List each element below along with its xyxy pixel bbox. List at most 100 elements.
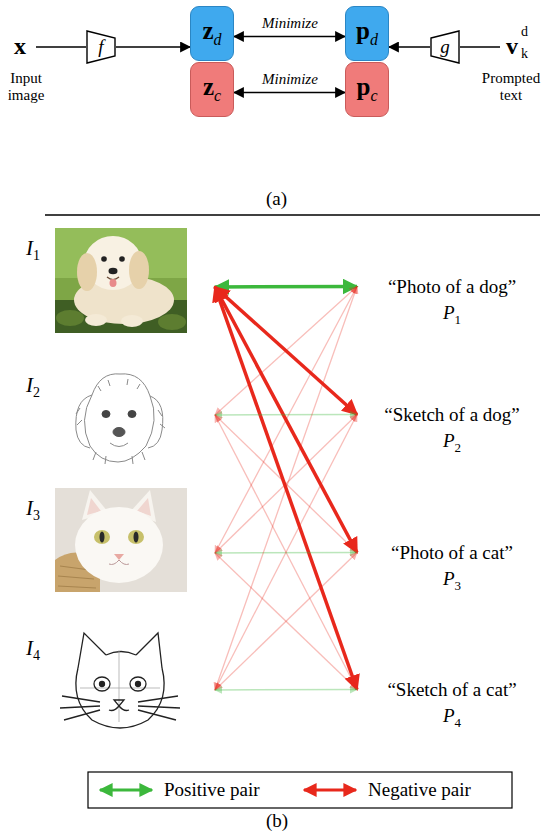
prompt-index: P3 bbox=[357, 567, 547, 598]
prompt-index: P4 bbox=[357, 704, 547, 735]
connector bbox=[215, 415, 357, 691]
image-sample: I1 bbox=[18, 226, 215, 336]
feature-symbol: zd bbox=[202, 18, 221, 49]
cat-photo bbox=[55, 488, 187, 592]
image-index: I2 bbox=[26, 373, 40, 401]
prompt-index: P1 bbox=[357, 301, 547, 332]
dog-photo bbox=[55, 228, 187, 333]
prompt-superscript: d bbox=[521, 24, 528, 40]
connector bbox=[215, 553, 357, 690]
cat-sketch bbox=[55, 628, 187, 735]
prompt-index: P2 bbox=[357, 429, 547, 460]
legend-positive-sample bbox=[100, 789, 152, 792]
prompt-subscript: 3 bbox=[455, 578, 462, 593]
image-content-feature: zc bbox=[190, 62, 234, 117]
connector bbox=[215, 287, 357, 690]
connector bbox=[215, 415, 357, 554]
text-encoder: g bbox=[430, 30, 460, 64]
prompt-line: “Photo of a dog” bbox=[357, 275, 547, 299]
dog-sketch bbox=[55, 365, 187, 470]
text-prompt: “Sketch of a dog” P2 bbox=[357, 403, 547, 459]
image-encoder: f bbox=[86, 30, 116, 64]
prompt-text: “Sketch of a cat” bbox=[387, 679, 516, 700]
connector bbox=[215, 415, 357, 553]
prompt-line: “Sketch of a dog” bbox=[357, 403, 547, 427]
encoder-name: g bbox=[440, 37, 450, 57]
connector bbox=[234, 92, 345, 94]
text-prompt: “Sketch of a cat” P4 bbox=[357, 678, 547, 734]
prompt-line: “Photo of a cat” bbox=[357, 541, 547, 565]
image-sample: I3 bbox=[18, 486, 215, 596]
connector bbox=[215, 553, 357, 691]
image-index: I1 bbox=[26, 236, 40, 264]
symbol-subscript: d bbox=[214, 31, 222, 48]
text-prompt: “Photo of a dog” P1 bbox=[357, 275, 547, 331]
text-prompt: “Photo of a cat” P3 bbox=[357, 541, 547, 597]
prompt-line: “Sketch of a cat” bbox=[357, 678, 547, 702]
prompt-subscript: k bbox=[521, 46, 528, 62]
input-line bbox=[36, 46, 86, 48]
connector bbox=[116, 46, 190, 48]
symbol-main: p bbox=[356, 17, 370, 44]
connector bbox=[215, 414, 357, 416]
symbol-subscript: d bbox=[370, 31, 378, 48]
prompt-symbol: P bbox=[443, 568, 455, 589]
legend-negative-sample bbox=[304, 789, 356, 792]
index-main: I bbox=[26, 373, 33, 397]
connector-label: Minimize bbox=[260, 15, 320, 32]
connector bbox=[215, 287, 357, 554]
connector bbox=[389, 46, 430, 48]
symbol-subscript: c bbox=[370, 87, 377, 104]
connector bbox=[234, 36, 345, 38]
input-symbol: x bbox=[14, 33, 26, 60]
symbol-subscript: c bbox=[214, 87, 221, 104]
index-main: I bbox=[26, 496, 33, 520]
feature-symbol: pd bbox=[356, 18, 378, 49]
connector bbox=[215, 415, 357, 690]
prompt-symbol: P bbox=[443, 705, 455, 726]
symbol-main: z bbox=[202, 17, 213, 44]
prompt-symbol: P bbox=[443, 430, 455, 451]
image-domain-feature: zd bbox=[190, 6, 234, 61]
connector-label: Minimize bbox=[260, 71, 320, 88]
image-sample: I2 bbox=[18, 363, 215, 473]
trapezoid bbox=[87, 31, 115, 63]
legend-text: Positive pair bbox=[164, 779, 260, 801]
text-content-feature: pc bbox=[345, 62, 389, 117]
index-subscript: 3 bbox=[33, 508, 40, 523]
prompt-symbol: v bbox=[506, 33, 518, 60]
index-subscript: 4 bbox=[33, 648, 40, 663]
text-domain-feature: pd bbox=[345, 6, 389, 61]
index-subscript: 1 bbox=[33, 248, 40, 263]
divider-line bbox=[45, 214, 540, 216]
prompt-subscript: 1 bbox=[455, 312, 462, 327]
legend-text: Negative pair bbox=[368, 779, 471, 801]
prompt-text: “Photo of a dog” bbox=[388, 276, 516, 297]
prompt-subscript: 2 bbox=[455, 440, 462, 455]
prompt-text: “Sketch of a dog” bbox=[384, 404, 520, 425]
prompt-text: “Photo of a cat” bbox=[391, 542, 513, 563]
connector bbox=[215, 287, 357, 553]
image-index: I4 bbox=[26, 636, 40, 664]
index-main: I bbox=[26, 236, 33, 260]
legend-frame bbox=[88, 772, 512, 808]
symbol-main: z bbox=[203, 73, 214, 100]
connector bbox=[215, 285, 357, 289]
feature-symbol: pc bbox=[356, 74, 377, 105]
connector bbox=[215, 287, 357, 691]
index-subscript: 2 bbox=[33, 385, 40, 400]
text-input-line bbox=[460, 46, 500, 48]
trapezoid bbox=[431, 31, 459, 63]
symbol-main: p bbox=[356, 73, 370, 100]
input-caption: Input image bbox=[0, 70, 52, 104]
connector bbox=[215, 287, 357, 416]
panel-label: (a) bbox=[266, 188, 287, 210]
prompt-subscript: 4 bbox=[455, 715, 462, 730]
prompt-symbol: P bbox=[443, 302, 455, 323]
connector bbox=[215, 689, 357, 691]
image-sample: I4 bbox=[18, 626, 215, 736]
image-index: I3 bbox=[26, 496, 40, 524]
index-main: I bbox=[26, 636, 33, 660]
feature-symbol: zc bbox=[203, 74, 221, 105]
